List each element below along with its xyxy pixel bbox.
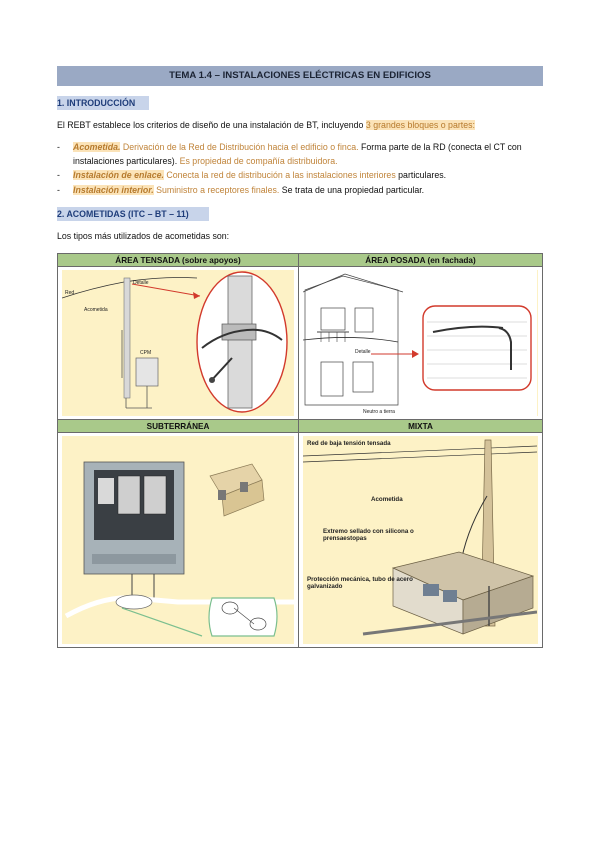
acometidas-intro: Los tipos más utilizados de acometidas s… — [57, 231, 230, 241]
desc-enlace-2: particulares. — [395, 170, 447, 180]
label-detalle-posada: Detalle — [355, 349, 371, 355]
list-item-instalacion-enlace: - Instalación de enlace. Conecta la red … — [57, 168, 547, 182]
table-cell-area-posada: ÁREA POSADA (en fachada) — [299, 254, 542, 420]
table-header-area-posada: ÁREA POSADA (en fachada) — [299, 254, 542, 267]
page-title: TEMA 1.4 – INSTALACIONES ELÉCTRICAS EN E… — [57, 66, 543, 86]
illustration-area-tensada: Red Detalle Acometida CPM — [62, 270, 294, 416]
illustration-mixta: Red de baja tensión tensada Acometida Ex… — [303, 436, 538, 644]
label-red: Red — [65, 290, 75, 296]
list-item-acometida: - Acometida. Derivación de la Red de Dis… — [57, 140, 547, 168]
intro-text: El REBT establece los criterios de diseñ… — [57, 120, 366, 130]
table-cell-area-tensada: ÁREA TENSADA (sobre apoyos) — [58, 254, 299, 420]
term-instalacion-interior: Instalación interior. — [73, 185, 154, 195]
pole-aerial-illustration — [62, 271, 288, 413]
acometidas-table: ÁREA TENSADA (sobre apoyos) — [57, 253, 543, 648]
illustration-subterranea — [62, 436, 294, 644]
intro-highlight: 3 grandes bloques o partes: — [365, 120, 475, 130]
mixed-illustration — [303, 439, 537, 636]
intro-paragraph: El REBT establece los criterios de diseñ… — [57, 118, 475, 132]
label-proteccion-mecanica: Protección mecánica, tubo de acero galva… — [307, 576, 413, 590]
label-acometida: Acometida — [84, 307, 108, 313]
bullet-dash: - — [57, 142, 60, 152]
desc-interior-1: Suministro a receptores finales. — [153, 185, 280, 195]
desc-acometida-1: Derivación de la Red de Distribución hac… — [120, 142, 359, 152]
table-header-subterranea: SUBTERRÁNEA — [58, 420, 298, 433]
label-cpm: CPM — [140, 350, 152, 356]
term-acometida: Acometida. — [73, 142, 121, 152]
label-red-baja-tension: Red de baja tensión tensada — [307, 440, 391, 447]
desc-enlace-1: Conecta la red de distribución a las ins… — [163, 170, 396, 180]
label-extremo-sellado: Extremo sellado con silicona o prensaest… — [323, 528, 414, 542]
list-item-instalacion-interior: - Instalación interior. Suministro a rec… — [57, 183, 547, 197]
section-heading-introduccion: 1. INTRODUCCIÓN — [57, 96, 149, 110]
desc-acometida-3: Es propiedad de compañía distribuidora. — [177, 156, 338, 166]
section-heading-acometidas: 2. ACOMETIDAS (ITC – BT – 11) — [57, 207, 209, 221]
table-cell-mixta: MIXTA Red de baja tensión tensada Acom — [299, 420, 542, 647]
table-cell-subterranea: SUBTERRÁNEA — [58, 420, 299, 647]
facade-illustration — [303, 270, 537, 416]
desc-interior-2: Se trata de una propiedad particular. — [279, 185, 425, 195]
bullet-dash: - — [57, 170, 60, 180]
label-acometida-mixta: Acometida — [371, 496, 403, 503]
table-header-area-tensada: ÁREA TENSADA (sobre apoyos) — [58, 254, 298, 267]
illustration-area-posada: Detalle Neutro a tierra — [303, 270, 538, 416]
underground-illustration — [64, 461, 294, 637]
label-neutro-tierra: Neutro a tierra — [363, 409, 395, 415]
desc-acometida-2: Forma parte de la RD (conecta el CT con … — [73, 142, 522, 166]
term-instalacion-enlace: Instalación de enlace. — [73, 170, 164, 180]
label-detalle: Detalle — [133, 280, 149, 286]
bullet-dash: - — [57, 185, 60, 195]
table-header-mixta: MIXTA — [299, 420, 542, 433]
